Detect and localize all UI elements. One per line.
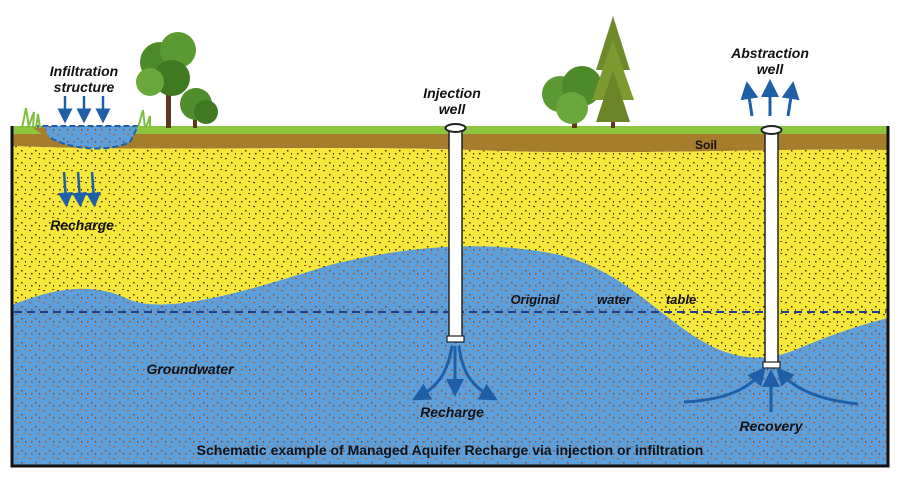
abstraction-label-line1: Abstraction [730, 45, 809, 61]
abstraction-well [760, 125, 783, 369]
recovery-label: Recovery [739, 418, 803, 434]
shrub-icon [180, 88, 218, 128]
injection-label-line2: well [439, 101, 467, 117]
diagram-caption: Schematic example of Managed Aquifer Rec… [197, 442, 704, 458]
water-table-label-word3: table [666, 292, 696, 307]
recharge-label-left: Recharge [50, 217, 114, 233]
recharge-arrows-left [57, 171, 101, 208]
recharge-label-center: Recharge [420, 404, 484, 420]
grass-tuft-icon [21, 107, 151, 129]
infiltration-label-line1: Infiltration [50, 63, 118, 79]
injection-well [444, 123, 467, 343]
recovery-arrows [683, 367, 859, 412]
deciduous-tree-icon [136, 32, 196, 128]
water-table-label-word1: Original [510, 292, 560, 307]
deciduous-tree-icon [542, 66, 602, 128]
basin-bank-left [32, 127, 50, 140]
abstraction-arrows [740, 79, 800, 117]
groundwater-label: Groundwater [146, 361, 235, 377]
infiltration-label-line2: structure [54, 79, 115, 95]
infiltration-arrows [57, 96, 111, 124]
conifer-tree-icon [592, 16, 634, 128]
soil-label: Soil [695, 138, 717, 152]
abstraction-label-line2: well [757, 61, 785, 77]
injection-label-line1: Injection [423, 85, 481, 101]
water-table-label-word2: water [597, 292, 632, 307]
diagram-frame [10, 126, 890, 468]
injection-recharge-arrows [412, 345, 498, 401]
